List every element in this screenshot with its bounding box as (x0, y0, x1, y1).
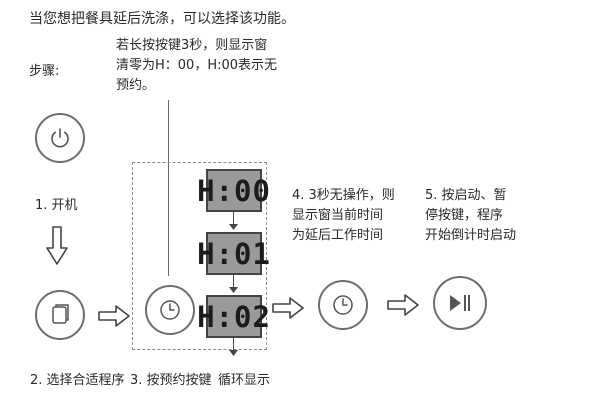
power-button[interactable] (35, 113, 85, 163)
step-4-line-2: 显示窗当前时间 (292, 208, 384, 223)
note-line-2: 清零为H：00，H:00表示无 (116, 58, 278, 73)
delay-time-button[interactable] (318, 280, 368, 330)
clock-icon (333, 295, 353, 315)
start-pause-button[interactable] (433, 276, 487, 330)
arrow-right-icon (387, 294, 419, 316)
small-arrow-down-icon (229, 287, 238, 293)
note-line-3: 预约。 (116, 78, 156, 93)
play-pause-icon (450, 295, 470, 311)
lcd-arrow-line-1 (233, 212, 234, 226)
step-4-line-1: 4. 3秒无操作，则 (292, 188, 395, 203)
step-3-label: 3. 按预约按键 (130, 373, 212, 388)
small-arrow-down-icon (229, 224, 238, 230)
note-leader-line (168, 100, 169, 276)
step-5-line-2: 停按键，程序 (425, 208, 504, 223)
step-4-line-3: 为延后工作时间 (292, 228, 384, 243)
program-stack-icon (52, 304, 69, 324)
arrow-right-icon (272, 297, 304, 319)
lcd-display-2: H:01 (197, 232, 270, 275)
lcd-arrow-line-3 (233, 338, 234, 352)
step-5-text: 5. 按启动、暂 停按键，程序 开始倒计时启动 (425, 186, 540, 246)
delay-button[interactable] (145, 285, 195, 335)
lcd-arrow-line-2 (233, 275, 234, 289)
program-button[interactable] (35, 290, 85, 340)
power-icon (51, 128, 69, 148)
step-1-label: 1. 开机 (35, 198, 78, 213)
step-5-line-3: 开始倒计时启动 (425, 228, 517, 243)
step-4-text: 4. 3秒无操作，则 显示窗当前时间 为延后工作时间 (292, 186, 404, 246)
clock-icon (160, 300, 180, 320)
arrow-right-icon (98, 305, 130, 327)
steps-title: 步骤: (29, 64, 60, 79)
loop-display-label: 循环显示 (218, 373, 271, 388)
step-2-label: 2. 选择合适程序 (30, 373, 125, 388)
intro-text: 当您想把餐具延后洗涤，可以选择该功能。 (29, 11, 295, 27)
lcd-display-1: H:00 (197, 169, 270, 212)
display-cycle-box (132, 162, 267, 350)
step-5-line-1: 5. 按启动、暂 (425, 188, 507, 203)
small-arrow-down-icon (229, 350, 238, 356)
note-line-1: 若长按按键3秒，则显示窗 (116, 38, 268, 53)
lcd-display-3: H:02 (197, 295, 270, 338)
arrow-down-icon (46, 226, 68, 265)
note-text: 若长按按键3秒，则显示窗 清零为H：00，H:00表示无 预约。 (116, 36, 326, 96)
